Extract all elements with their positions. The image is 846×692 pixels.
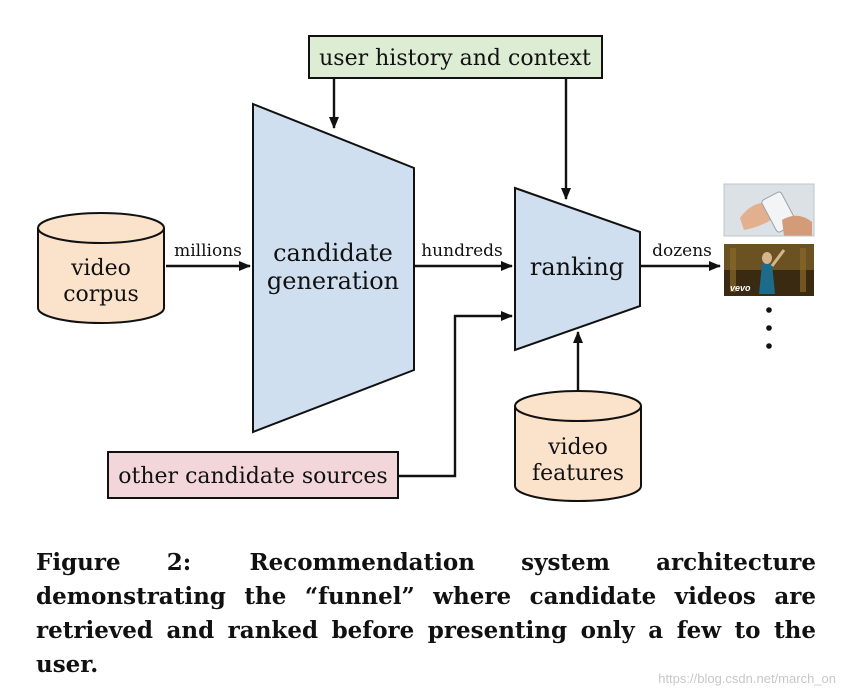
video-features-label-line2: features	[532, 461, 624, 486]
figure-caption-text: Recommendation system architecture demon…	[36, 549, 817, 678]
architecture-diagram: user history and context video corpus mi…	[37, 35, 815, 502]
ranking-label: ranking	[530, 253, 624, 281]
user-history-label: user history and context	[319, 46, 591, 71]
candidate-generation-label-line2: generation	[267, 267, 399, 295]
candidate-generation-label-line1: candidate	[273, 239, 393, 267]
video-thumbnail-phone	[723, 183, 815, 237]
watermark: https://blog.csdn.net/march_on	[658, 671, 836, 686]
video-thumbnail-concert: vevo	[724, 244, 814, 296]
more-results-indicator	[766, 307, 772, 349]
other-sources-label: other candidate sources	[118, 464, 387, 489]
video-corpus-label-line1: video	[70, 256, 131, 281]
figure-label: Figure 2:	[36, 549, 192, 576]
user-history-box: user history and context	[308, 35, 603, 79]
arrow-other-sources-to-ranking	[398, 311, 513, 478]
candidate-generation-funnel: candidate generation	[252, 102, 415, 434]
video-corpus-cylinder: video corpus	[37, 212, 165, 324]
edge-label-hundreds: hundreds	[421, 241, 503, 261]
vevo-logo: vevo	[730, 283, 751, 293]
other-candidate-sources-box: other candidate sources	[107, 451, 399, 499]
edge-label-dozens: dozens	[652, 241, 712, 261]
video-features-cylinder: video features	[514, 390, 642, 502]
ranking-funnel: ranking	[514, 186, 641, 352]
video-corpus-label-line2: corpus	[63, 282, 139, 307]
edge-label-millions: millions	[174, 241, 242, 261]
figure-caption: Figure 2: Recommendation system architec…	[36, 546, 816, 682]
video-features-label-line1: video	[547, 435, 608, 460]
